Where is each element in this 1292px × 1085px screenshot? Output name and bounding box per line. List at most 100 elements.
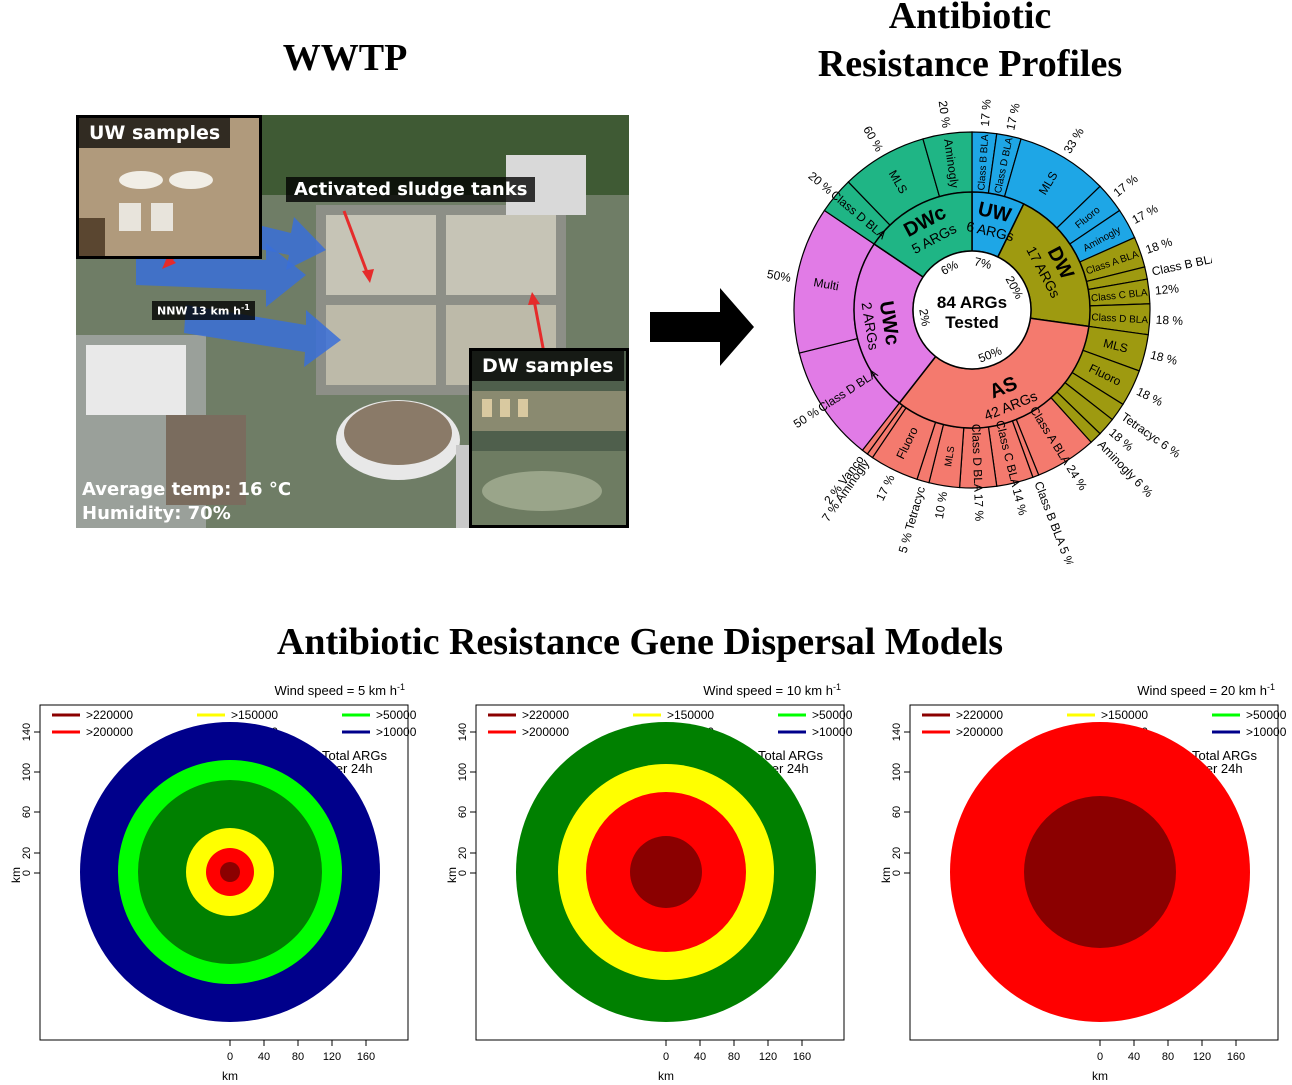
outer-pct: 14 %: [1010, 487, 1030, 517]
outer-pct: Tetracyc 6 %: [1119, 410, 1184, 461]
x-axis-label: km: [222, 1069, 238, 1083]
outer-pct: 60 %: [860, 123, 886, 154]
activated-sludge-label: Activated sludge tanks: [286, 177, 536, 202]
uw-samples-label: UW samples: [79, 118, 231, 148]
y-axis-label: km: [10, 867, 23, 883]
dispersal-panel-2: Wind speed = 10 km h-1>220000>150000>500…: [446, 682, 853, 1083]
outer-pct: 18 %: [1149, 348, 1179, 368]
x-tick-label: 120: [759, 1051, 777, 1063]
outer-label: Class D BLA: [969, 424, 985, 492]
outer-pct: 17 %: [971, 494, 986, 522]
wind-label: NNW 13 km h-1: [152, 301, 255, 320]
wind-label-text: NNW 13 km h: [157, 304, 241, 318]
average-temp: Average temp: 16 °C: [82, 479, 292, 500]
outer-pct: 50 %: [791, 404, 822, 431]
y-tick-label: 0: [21, 870, 33, 876]
y-axis-label: km: [880, 867, 893, 883]
wind-speed-label: Wind speed = 10 km h-1: [703, 682, 841, 698]
total-args-annotation-line1: Total ARGs: [1192, 748, 1258, 763]
x-axis-label: km: [1092, 1069, 1108, 1083]
x-tick-label: 40: [1128, 1051, 1140, 1063]
legend-label: >150000: [231, 708, 278, 722]
outer-pct: 5 % Tetracyc: [896, 485, 928, 555]
y-tick-label: 0: [891, 870, 903, 876]
x-tick-label: 160: [357, 1051, 375, 1063]
sunburst-center-line1: 84 ARGs: [937, 293, 1007, 312]
x-tick-label: 120: [323, 1051, 341, 1063]
legend-label: >200000: [86, 725, 133, 739]
right-arrow-icon: [650, 288, 754, 366]
x-tick-label: 80: [1162, 1051, 1174, 1063]
dispersal-title: Antibiotic Resistance Gene Dispersal Mod…: [276, 621, 1004, 663]
outer-pct: 17 %: [1111, 171, 1141, 199]
profiles-title-line1: Antibiotic: [888, 0, 1052, 37]
outer-pct: 20 %: [936, 100, 954, 129]
legend-label: >200000: [956, 725, 1003, 739]
legend-label: >50000: [1246, 708, 1287, 722]
inner-pct-uw: 7%: [973, 254, 993, 272]
outer-label: MLS: [1102, 336, 1129, 356]
y-tick-label: 20: [21, 847, 33, 859]
dw-samples-label: DW samples: [472, 351, 624, 381]
x-tick-label: 0: [1097, 1051, 1103, 1063]
legend-label: >10000: [1246, 725, 1287, 739]
x-tick-label: 40: [694, 1051, 706, 1063]
legend-label: >50000: [812, 708, 853, 722]
sunburst-center-line2: Tested: [945, 313, 999, 332]
y-tick-label: 100: [21, 763, 33, 781]
x-axis-label: km: [658, 1069, 674, 1083]
y-tick-label: 140: [457, 723, 469, 741]
legend-label: >220000: [956, 708, 1003, 722]
wind-label-sup: -1: [240, 303, 250, 312]
y-tick-label: 100: [891, 763, 903, 781]
y-tick-label: 60: [21, 806, 33, 818]
outer-label: Aminogly: [941, 138, 962, 189]
outer-pct: 33 %: [1061, 125, 1087, 156]
outer-pct: 17 %: [978, 98, 994, 127]
outer-pct: 24 %: [1064, 462, 1091, 493]
outer-pct: 10 %: [932, 490, 950, 520]
y-tick-label: 0: [457, 870, 469, 876]
y-tick-label: 140: [21, 723, 33, 741]
outer-pct: 50%: [766, 267, 792, 285]
outer-pct: 18 %: [1144, 234, 1175, 256]
x-tick-label: 0: [663, 1051, 669, 1063]
outer-pct: 17 %: [873, 472, 898, 503]
outer-pct: 17 %: [1130, 201, 1161, 227]
wind-speed-sup: -1: [397, 682, 405, 692]
dispersal-ring: [630, 836, 702, 908]
y-axis-label: km: [446, 867, 459, 883]
x-tick-label: 120: [1193, 1051, 1211, 1063]
x-tick-label: 160: [793, 1051, 811, 1063]
wind-speed-label: Wind speed = 20 km h-1: [1137, 682, 1275, 698]
legend-label: >50000: [376, 708, 417, 722]
dispersal-ring: [220, 862, 240, 882]
total-args-annotation-line1: Total ARGs: [758, 748, 824, 763]
legend-label: >220000: [522, 708, 569, 722]
y-tick-label: 100: [457, 763, 469, 781]
dispersal-panel-1: Wind speed = 5 km h-1>220000>150000>5000…: [10, 682, 417, 1083]
x-tick-label: 0: [227, 1051, 233, 1063]
outer-pct: 18 %: [1134, 384, 1165, 409]
outer-pct: Class B BLA 5 %: [1031, 479, 1077, 564]
outer-pct: 20 %: [806, 169, 836, 198]
outer-pct: 17 %: [1003, 101, 1022, 131]
outer-pct: 18 %: [1155, 313, 1183, 328]
wwtp-title: WWTP: [282, 37, 408, 79]
legend-label: >10000: [812, 725, 853, 739]
x-tick-label: 80: [292, 1051, 304, 1063]
y-tick-label: 20: [891, 847, 903, 859]
dispersal-panel-3: Wind speed = 20 km h-1 >220000 >150000 >500…: [880, 682, 1287, 1083]
humidity: Humidity: 70%: [82, 503, 231, 524]
inner-sub-uwc: 2 ARGs: [859, 301, 882, 351]
total-args-annotation-line1: Total ARGs: [322, 748, 388, 763]
legend-label: >150000: [1101, 708, 1148, 722]
y-tick-label: 20: [457, 847, 469, 859]
x-tick-label: 80: [728, 1051, 740, 1063]
y-tick-label: 140: [891, 723, 903, 741]
outer-label: Class D BLA: [1091, 312, 1149, 326]
x-tick-label: 40: [258, 1051, 270, 1063]
y-tick-label: 60: [457, 806, 469, 818]
wwtp-photo: UW samples Activated sludge tanks NNW 13…: [76, 115, 629, 528]
legend-label: >10000: [376, 725, 417, 739]
